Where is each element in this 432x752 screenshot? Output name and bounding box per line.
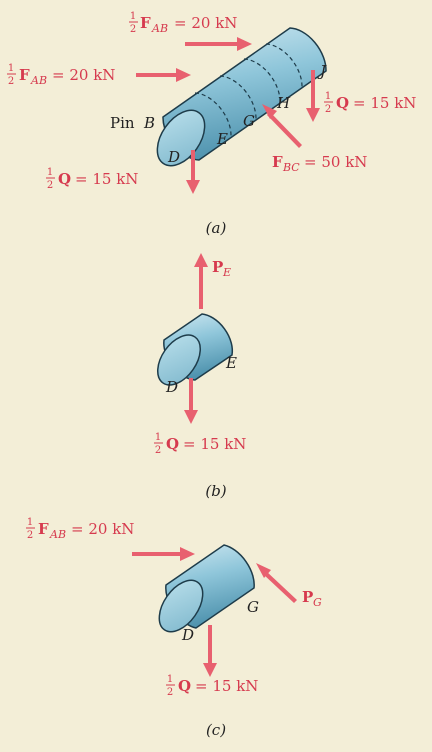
point-label-d-c: D bbox=[181, 626, 194, 644]
caption-a: (a) bbox=[206, 219, 227, 237]
svg-text:2: 2 bbox=[130, 24, 136, 35]
pin-cylinder bbox=[156, 27, 327, 167]
arrow-pe bbox=[194, 253, 208, 309]
svg-text:F: F bbox=[272, 153, 283, 171]
label-fbc: F BC = 50 kN bbox=[272, 153, 367, 174]
svg-text:1: 1 bbox=[47, 167, 53, 178]
svg-text:= 50 kN: = 50 kN bbox=[304, 153, 367, 171]
label-fab-c: 1 2 F AB = 20 kN bbox=[26, 517, 134, 541]
point-label-b: B bbox=[143, 114, 155, 132]
svg-text:BC: BC bbox=[282, 161, 300, 174]
caption-b: (b) bbox=[205, 482, 226, 500]
svg-text:1: 1 bbox=[167, 674, 173, 685]
pin-label: Pin bbox=[110, 114, 135, 132]
svg-text:= 15 kN: = 15 kN bbox=[195, 677, 258, 695]
svg-text:1: 1 bbox=[155, 432, 161, 443]
point-label-h: H bbox=[276, 94, 291, 112]
point-label-e-b: E bbox=[225, 354, 237, 372]
svg-text:P: P bbox=[302, 588, 313, 606]
svg-text:P: P bbox=[212, 258, 223, 276]
svg-text:2: 2 bbox=[325, 104, 331, 115]
arrow-q-c bbox=[203, 625, 217, 677]
point-label-d-b: D bbox=[165, 378, 178, 396]
point-label-d: D bbox=[167, 148, 180, 166]
svg-text:2: 2 bbox=[27, 530, 33, 541]
svg-text:Q: Q bbox=[166, 435, 179, 453]
svg-text:= 20 kN: = 20 kN bbox=[71, 520, 134, 538]
svg-text:2: 2 bbox=[155, 445, 161, 456]
svg-text:E: E bbox=[222, 266, 231, 279]
caption-c: (c) bbox=[206, 721, 226, 739]
svg-text:Q: Q bbox=[336, 94, 349, 112]
label-q-b: 1 2 Q = 15 kN bbox=[154, 432, 246, 456]
svg-text:= 15 kN: = 15 kN bbox=[75, 170, 138, 188]
svg-text:F: F bbox=[38, 520, 49, 538]
arrow-fab-c bbox=[132, 547, 195, 561]
svg-text:2: 2 bbox=[8, 76, 14, 87]
panel-a: 1 2 F AB = 20 kN 1 2 F AB = 20 kN 1 2 Q … bbox=[7, 11, 416, 237]
point-label-g: G bbox=[243, 112, 255, 130]
point-label-e: E bbox=[216, 130, 228, 148]
svg-text:Q: Q bbox=[58, 170, 71, 188]
svg-text:2: 2 bbox=[167, 687, 173, 698]
panel-b: P E E D 1 2 Q = 15 kN (b) bbox=[154, 253, 246, 500]
svg-text:= 20 kN: = 20 kN bbox=[174, 14, 237, 32]
svg-text:= 15 kN: = 15 kN bbox=[353, 94, 416, 112]
label-pg: P G bbox=[302, 588, 322, 609]
label-pe: P E bbox=[212, 258, 231, 279]
svg-text:Q: Q bbox=[178, 677, 191, 695]
svg-text:AB: AB bbox=[30, 74, 47, 87]
svg-text:= 15 kN: = 15 kN bbox=[183, 435, 246, 453]
point-label-g-c: G bbox=[247, 598, 259, 616]
svg-text:F: F bbox=[140, 14, 151, 32]
arrow-q-b bbox=[184, 378, 198, 424]
segment-de bbox=[156, 313, 234, 386]
svg-text:1: 1 bbox=[325, 91, 331, 102]
arrow-pg bbox=[256, 563, 297, 603]
svg-text:= 20 kN: = 20 kN bbox=[52, 66, 115, 84]
svg-text:1: 1 bbox=[130, 11, 136, 22]
svg-text:AB: AB bbox=[151, 22, 168, 35]
arrow-fab-top bbox=[185, 37, 252, 51]
segment-dg bbox=[158, 544, 255, 633]
svg-text:F: F bbox=[19, 66, 30, 84]
point-label-j: J bbox=[317, 62, 327, 80]
arrow-fab-left bbox=[136, 68, 191, 82]
svg-text:AB: AB bbox=[49, 528, 66, 541]
label-q-c: 1 2 Q = 15 kN bbox=[166, 674, 258, 698]
svg-text:G: G bbox=[313, 596, 322, 609]
label-q-bottom: 1 2 Q = 15 kN bbox=[46, 167, 138, 191]
label-fab-top: 1 2 F AB = 20 kN bbox=[129, 11, 237, 35]
label-fab-left: 1 2 F AB = 20 kN bbox=[7, 63, 115, 87]
arrow-q-right bbox=[306, 70, 320, 122]
svg-text:1: 1 bbox=[27, 517, 33, 528]
panel-c: 1 2 F AB = 20 kN P G G D 1 2 Q = 15 kN (… bbox=[26, 517, 322, 739]
label-q-right: 1 2 Q = 15 kN bbox=[324, 91, 416, 115]
arrow-q-bottom bbox=[186, 150, 200, 194]
svg-text:1: 1 bbox=[8, 63, 14, 74]
svg-text:2: 2 bbox=[47, 180, 53, 191]
arrow-fbc bbox=[262, 104, 302, 148]
